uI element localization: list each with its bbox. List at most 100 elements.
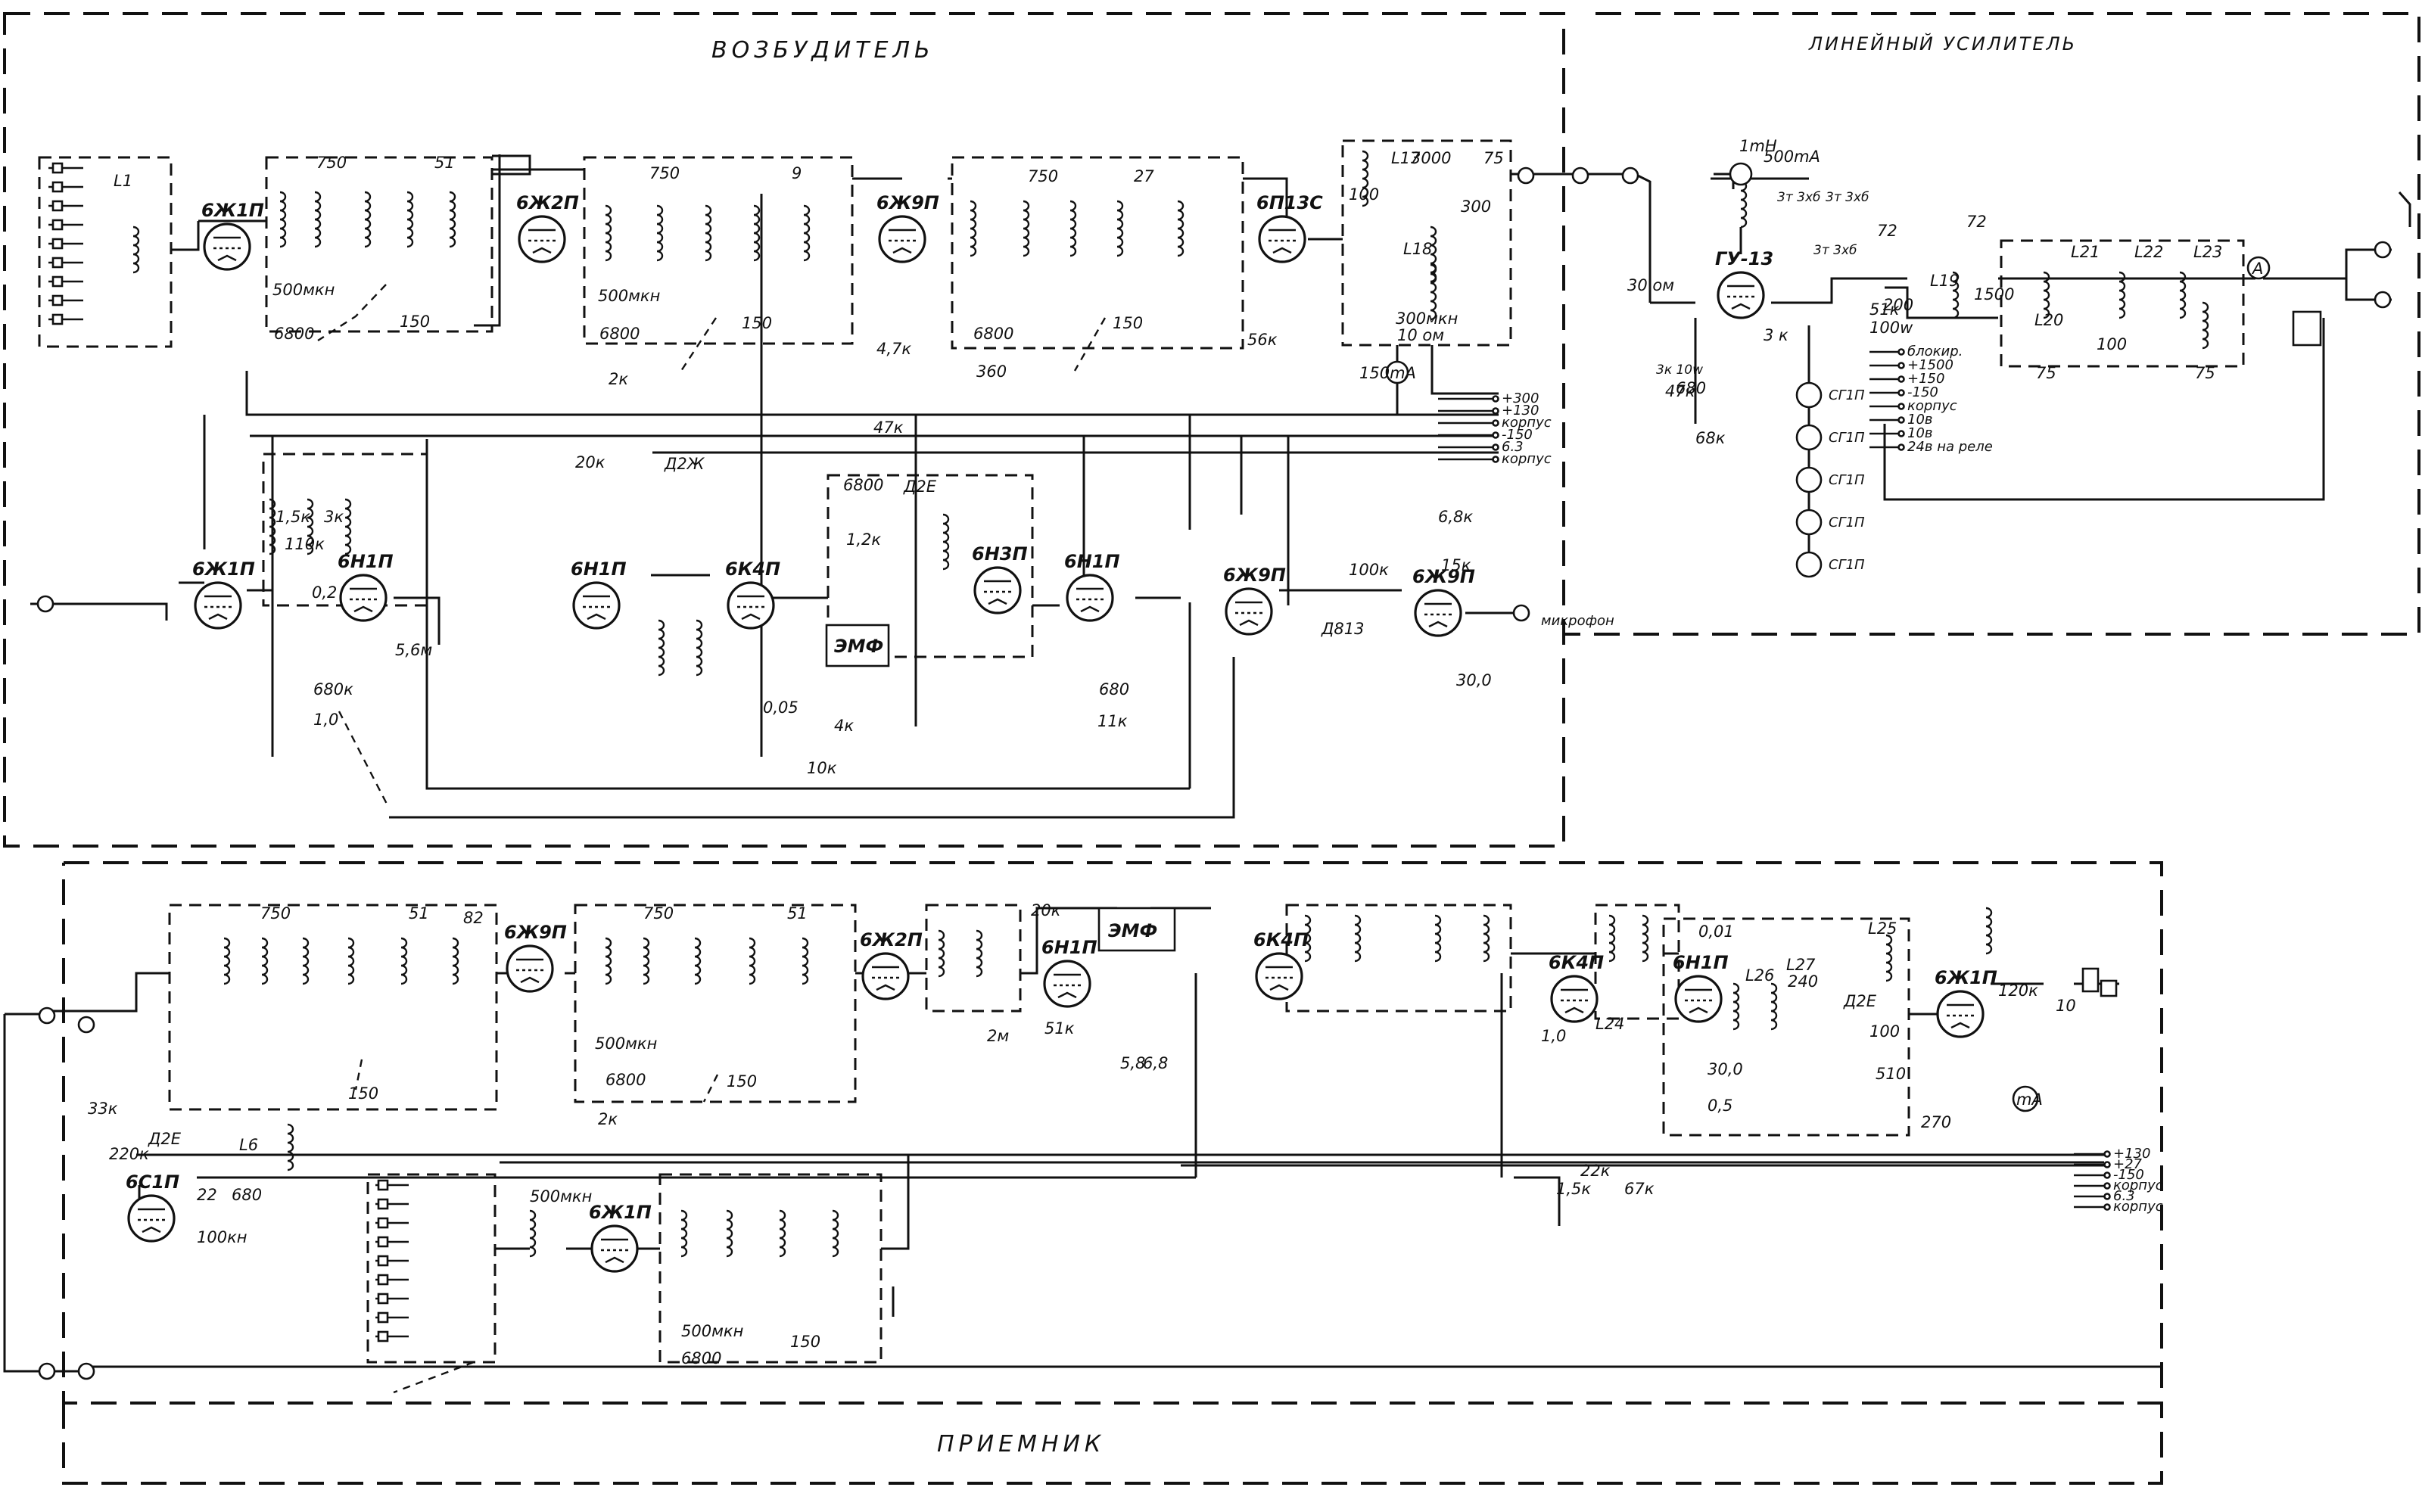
terminal-icon — [1897, 403, 1905, 410]
rx-output-jack — [38, 1362, 56, 1380]
tube-envelope-icon — [339, 574, 388, 622]
pa-c-75b: 75 — [2195, 364, 2215, 382]
tube-rx-af: 6Ж1П — [1935, 967, 1997, 1038]
inductor-icon — [1430, 263, 1437, 321]
pa-c-72a: 72 — [1877, 222, 1897, 240]
tube-label: 6Ж1П — [589, 1202, 652, 1223]
tube-label: 6Ж1П — [201, 200, 264, 221]
inductor-icon — [656, 204, 664, 262]
rx-label-d2e2: Д2Е — [1843, 992, 1877, 1010]
inductor-icon — [1608, 914, 1616, 963]
tube-envelope-icon — [727, 581, 775, 630]
crystal-icon — [51, 181, 64, 193]
pa-r-30om: 30 ом — [1627, 276, 1674, 294]
emf-filter-exciter: ЭМФ — [825, 624, 890, 667]
rx-label-22k: 22к — [1580, 1162, 1611, 1180]
label-3000: 3000 — [1411, 149, 1451, 167]
tube-pa: ГУ-13 — [1715, 248, 1773, 319]
crystal-icon — [51, 162, 64, 174]
linear-amplifier-title: ЛИНЕЙНЫЙ УСИЛИТЕЛЬ — [1808, 33, 2077, 54]
terminal-label: 10в — [1907, 412, 1933, 428]
pa-cap-3x6-2: 3т 3хб — [1826, 190, 1869, 205]
tube-label: 6К4П — [1253, 929, 1309, 950]
terminal-icon — [2103, 1171, 2111, 1179]
label-10om: 10 ом — [1397, 326, 1444, 344]
tube-label: 6Ж9П — [504, 922, 567, 943]
tube-cathode — [892, 247, 912, 254]
inductor-icon — [696, 619, 703, 677]
regulator-tube-icon — [1795, 466, 1823, 493]
pa-l22: L22 — [2134, 243, 2163, 261]
exciter-filter-1 — [265, 156, 493, 333]
inductor-icon — [1885, 934, 1893, 982]
pa-r-68k: 68к — [1695, 429, 1726, 447]
tube-envelope-icon — [590, 1224, 639, 1273]
rx-label-67k: 67к — [1624, 1180, 1655, 1198]
tube-rx-osc: 6Ж1П — [589, 1202, 652, 1273]
emf-filter-receiver-label: ЭМФ — [1108, 920, 1157, 941]
rx-label-1-5k: 1,5к — [1556, 1180, 1591, 1198]
inductor-icon — [1483, 914, 1490, 963]
label-150a: 150 — [400, 313, 430, 331]
tube-cathode — [605, 1256, 624, 1264]
tube-cathode — [208, 613, 228, 621]
exciter-title: ВОЗБУДИТЕЛЬ — [711, 37, 935, 64]
label-1-5k: 1,5к — [276, 508, 310, 526]
tube-envelope-icon — [973, 566, 1022, 614]
pa-r-47k: 47к — [1665, 382, 1695, 400]
speaker-icon — [2081, 967, 2100, 993]
crystal-icon — [377, 1198, 389, 1210]
rx-label-6-8: 6,8 — [1143, 1054, 1168, 1072]
regulator-tube-icon — [1795, 381, 1823, 409]
tube-cathode — [1731, 303, 1751, 310]
inductor-icon — [269, 498, 276, 555]
inductor-icon — [287, 1123, 294, 1171]
label-750b: 750 — [649, 164, 680, 182]
rx-label-150b: 150 — [727, 1072, 757, 1090]
terminal-label: +130 — [1502, 403, 1539, 418]
inductor-icon — [705, 204, 712, 262]
rx-osc-filter — [658, 1173, 883, 1364]
rx-label-0-01: 0,01 — [1698, 922, 1734, 941]
exciter-meter: 150mA — [1359, 360, 1416, 384]
rx-label-220k: 220к — [109, 1145, 149, 1163]
terminal-label: блокир. — [1907, 344, 1963, 359]
rx-label-150a: 150 — [348, 1084, 378, 1103]
microphone-label: микрофон — [1541, 613, 1614, 629]
inductor-icon — [449, 191, 456, 248]
terminal-label: корпус — [2113, 1178, 2163, 1193]
tube-label: 6С1П — [126, 1171, 179, 1193]
rx-label-510: 510 — [1876, 1065, 1906, 1083]
pa-c-75a: 75 — [2036, 364, 2056, 382]
exciter-filter-3 — [951, 156, 1244, 350]
regulator-label: СГ1П — [1829, 472, 1865, 488]
inductor-icon — [1732, 982, 1740, 1031]
label-56k: 56к — [1247, 331, 1278, 349]
rx-label-choke-500c: 500мкн — [681, 1322, 743, 1340]
rx-label-l6: L6 — [239, 1136, 258, 1154]
terminal-label: корпус — [1907, 398, 1957, 414]
inductor-icon — [223, 937, 231, 985]
label-360: 360 — [976, 362, 1007, 381]
label-4-7k: 4,7к — [876, 340, 911, 358]
tube-ex-amp1: 6Ж2П — [516, 192, 579, 263]
pa-r-100w: 100w — [1869, 319, 1913, 337]
exciter-meter-label: 150mA — [1359, 364, 1416, 382]
tube-cathode — [520, 976, 540, 984]
crystal-bank-box — [38, 156, 173, 348]
emf-filter-receiver: ЭМФ — [1097, 907, 1176, 952]
terminal-label: +1500 — [1907, 357, 1953, 373]
tube-label: 6Ж9П — [1223, 565, 1286, 586]
rx-label-1-0: 1,0 — [1541, 1027, 1566, 1045]
terminal-label: +300 — [1502, 390, 1539, 406]
rx-filter-5 — [1594, 904, 1680, 1020]
rf-ammeter: A — [2246, 256, 2271, 280]
exciter-block — [3, 12, 1565, 848]
tube-ex-a: 6Н1П — [571, 558, 627, 630]
inductor-icon — [1434, 914, 1442, 963]
rx-label-51k: 51к — [1044, 1019, 1075, 1038]
tube-cathode — [741, 613, 761, 621]
tube-cathode — [1080, 605, 1100, 613]
label-75: 75 — [1483, 149, 1504, 167]
exciter-input-jack — [36, 595, 54, 613]
